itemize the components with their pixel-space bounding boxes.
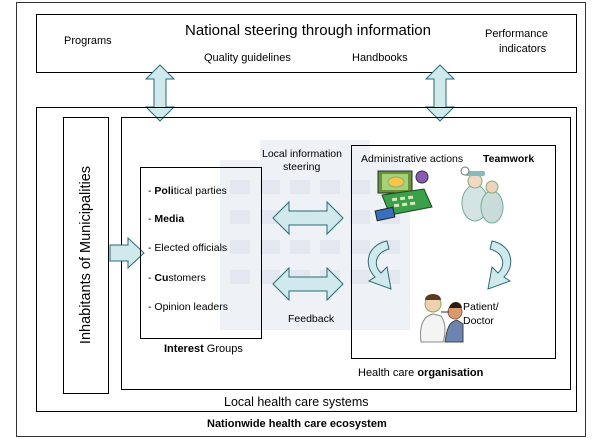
local-info-label-2: steering [283,161,321,173]
performance-label-2: indicators [499,43,547,55]
patient-label-1: Patient/ [463,301,499,313]
teamwork-surgeons-icon [460,166,504,224]
inhabitants-arrow [109,236,145,270]
interest-groups-title: Interest Groups [164,343,243,355]
programs-label: Programs [64,35,112,47]
interest-item-elected-officials: - Elected officials [148,242,228,254]
outer-frame [16,2,586,437]
local-health-systems-frame [36,107,577,412]
local-health-systems-label: Local health care systems [224,395,369,409]
local-info-label-1: Local information [262,148,342,160]
interest-item-opinion-leaders: - Opinion leaders [148,301,228,313]
national-steering-panel [36,14,577,73]
teamwork-label: Teamwork [483,153,535,165]
health-care-organisation-label: Health care organisation [358,367,484,379]
right-cycle-arrow [487,240,512,290]
quality-guidelines-label: Quality guidelines [204,52,291,64]
interest-item-political-parties: - Political parties [148,185,227,197]
administrative-actions-label: Administrative actions [361,153,464,165]
patient-label-2: Doctor [463,315,494,327]
feedback-arrow [272,266,344,302]
inhabitants-panel [63,117,109,394]
interest-groups-box [140,167,262,339]
handbooks-label: Handbooks [352,52,408,64]
left-cycle-arrow [367,240,392,290]
national-steering-title: National steering through information [185,22,431,39]
health-care-organisation-box [351,145,556,359]
inhabitants-label: Inhabitants of Municipalities [78,165,94,345]
nationwide-ecosystem-caption: Nationwide health care ecosystem [207,418,387,430]
interest-item-media: - Media [148,213,185,225]
interest-item-customers: - Customers [148,272,206,284]
performance-label-1: Performance [485,28,548,40]
administrative-computer-icon [374,170,433,222]
patient-doctor-icon [420,294,464,343]
feedback-label: Feedback [288,313,335,325]
local-info-arrow [272,200,344,236]
